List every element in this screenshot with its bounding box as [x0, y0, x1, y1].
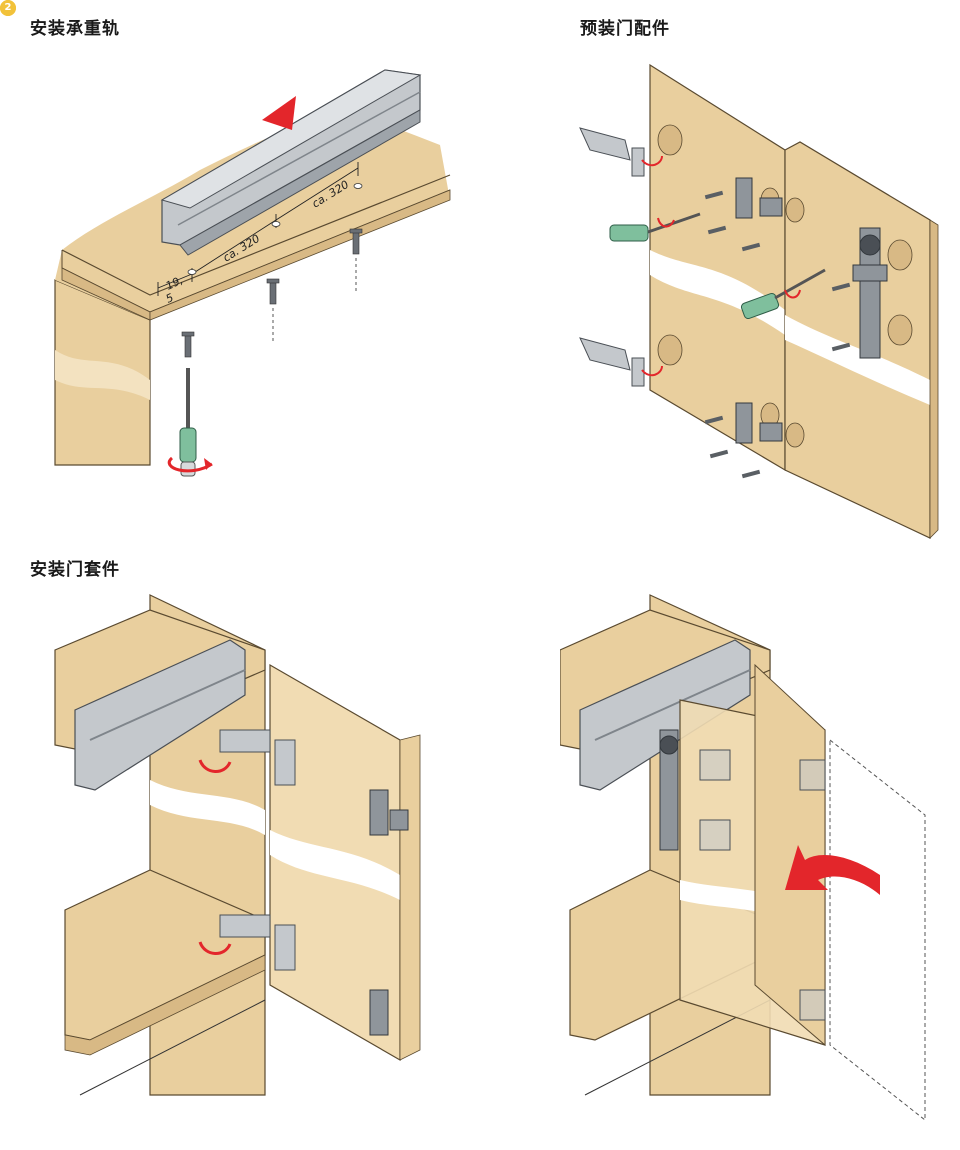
aluminium-rail	[74, 639, 246, 791]
hinge-icon	[219, 729, 296, 971]
cabinet-top-board	[55, 117, 450, 320]
rail-installation-diagram: 19, 5 ca. 320 ca. 320	[54, 69, 451, 477]
roller-carriage-icon	[659, 729, 679, 851]
screw-icon	[181, 228, 363, 358]
door-fittings-diagram	[579, 63, 939, 539]
aluminium-rail	[160, 69, 422, 256]
mounting-plate-icon	[369, 789, 409, 1036]
step-badge-2: 2	[0, 0, 16, 16]
heading-install-rail: 安装承重轨	[30, 19, 120, 39]
fold-direction-arrow	[785, 845, 880, 895]
rotation-arrow-icon	[641, 155, 801, 377]
door-kit-step-1-diagram	[54, 594, 421, 1096]
roller-carriage-icon	[852, 227, 888, 359]
aluminium-rail	[579, 639, 751, 791]
rotation-arrow-icon	[198, 759, 232, 955]
heading-install-door-kit: 安装门套件	[30, 560, 120, 580]
slide-direction-arrow	[262, 96, 296, 130]
screw-icon	[704, 190, 851, 479]
dim-edge-offset-2: 5	[164, 291, 176, 306]
heading-preinstall-door-fittings: 预装门配件	[580, 19, 670, 39]
hinge-icon	[699, 749, 826, 1021]
screwdriver-icon	[179, 368, 197, 477]
mounting-plate-icon	[735, 177, 783, 444]
door-final-position-outline	[829, 738, 926, 1122]
door-kit-step-2-diagram	[560, 594, 926, 1122]
screwdriver-icon	[609, 212, 826, 320]
hinge-icon	[579, 127, 645, 387]
